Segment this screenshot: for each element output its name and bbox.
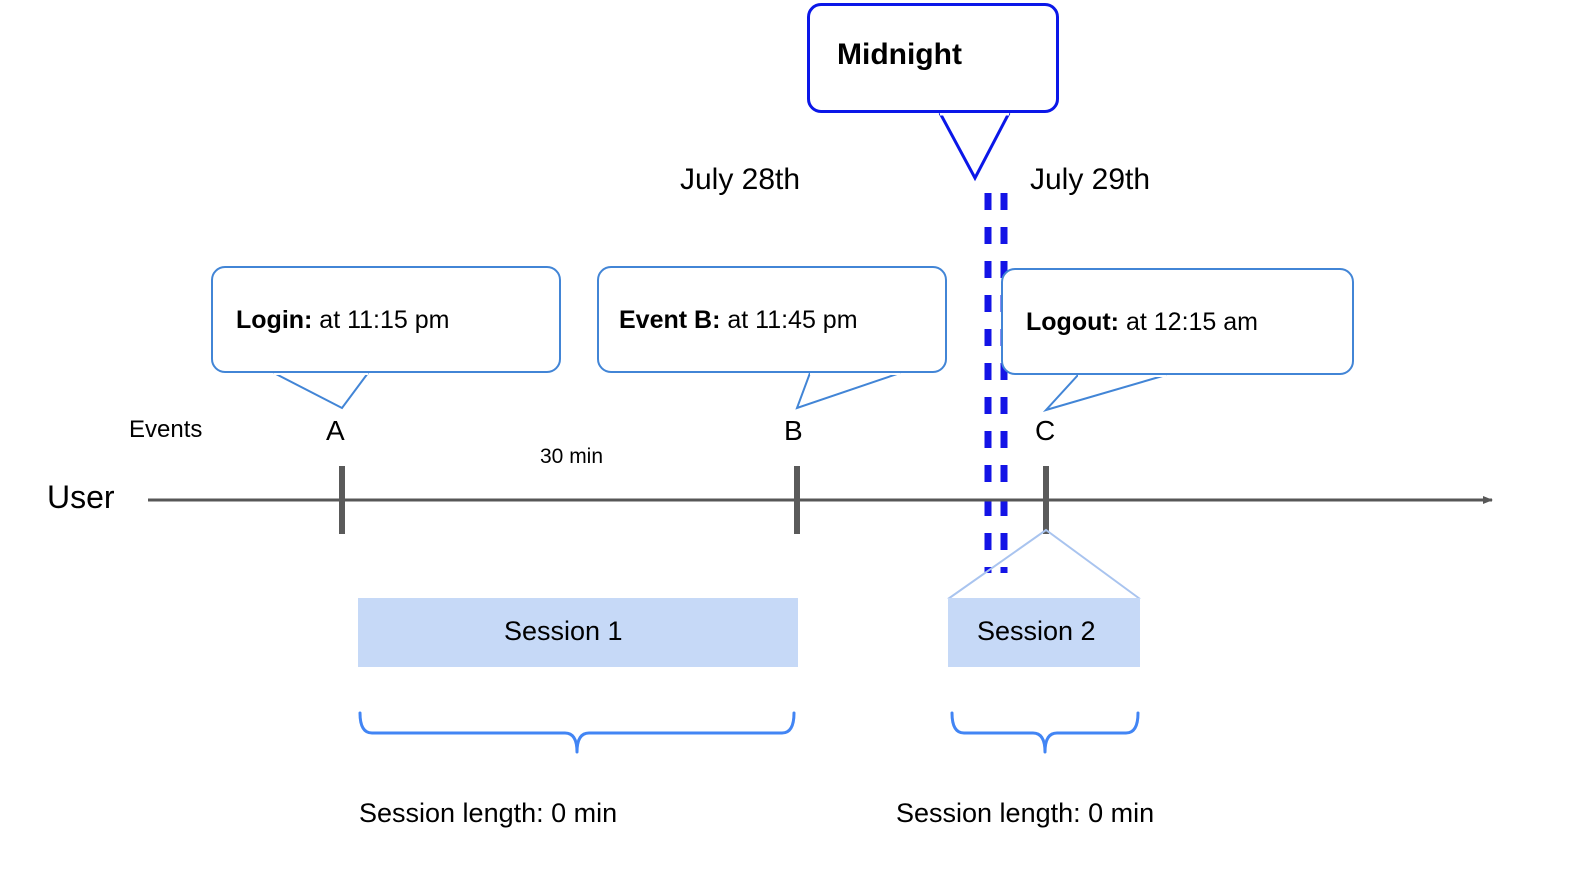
user-row-label: User: [47, 479, 115, 515]
login-callout-box: [211, 266, 561, 373]
midnight-callout-tail: [938, 112, 1011, 182]
logout-callout-tail: [1042, 374, 1167, 412]
session2-brace: [950, 711, 1140, 754]
session-1-label: Session 1: [504, 616, 623, 646]
session-2-label: Session 2: [977, 616, 1096, 646]
session2-roof: [947, 528, 1141, 600]
session-2-length-label: Session length: 0 min: [896, 798, 1155, 828]
event-point-label-c: C: [1035, 415, 1056, 446]
session1-brace: [358, 711, 796, 754]
login-callout-label: Login:: [236, 306, 313, 334]
event-point-label-b: B: [784, 415, 803, 446]
eventb-callout-value: at 11:45 pm: [720, 306, 858, 334]
session-2-bar: [948, 598, 1140, 667]
login-callout-tail: [273, 372, 369, 410]
midnight-label: Midnight: [837, 38, 962, 71]
logout-callout-value: at 12:15 am: [1119, 308, 1258, 336]
midnight-callout-box: [807, 3, 1059, 113]
logout-callout-label: Logout:: [1026, 308, 1120, 336]
eventb-callout-text: Event B: at 11:45 pm: [619, 308, 858, 333]
duration-label-30min: 30 min: [540, 445, 604, 468]
eventb-callout-label: Event B:: [619, 306, 721, 334]
session-1-bar: [358, 598, 798, 667]
login-callout-value: at 11:15 pm: [312, 306, 450, 334]
login-callout-text: Login: at 11:15 pm: [236, 308, 449, 333]
events-row-label: Events: [129, 416, 203, 443]
eventb-callout-tail: [795, 372, 901, 410]
event-point-label-a: A: [326, 415, 345, 446]
eventb-callout-box: [597, 266, 947, 373]
date-label-july-29: July 29th: [1030, 163, 1151, 196]
logout-callout-text: Logout: at 12:15 am: [1026, 310, 1258, 335]
session-1-length-label: Session length: 0 min: [359, 798, 618, 828]
date-label-july-28: July 28th: [680, 163, 801, 196]
